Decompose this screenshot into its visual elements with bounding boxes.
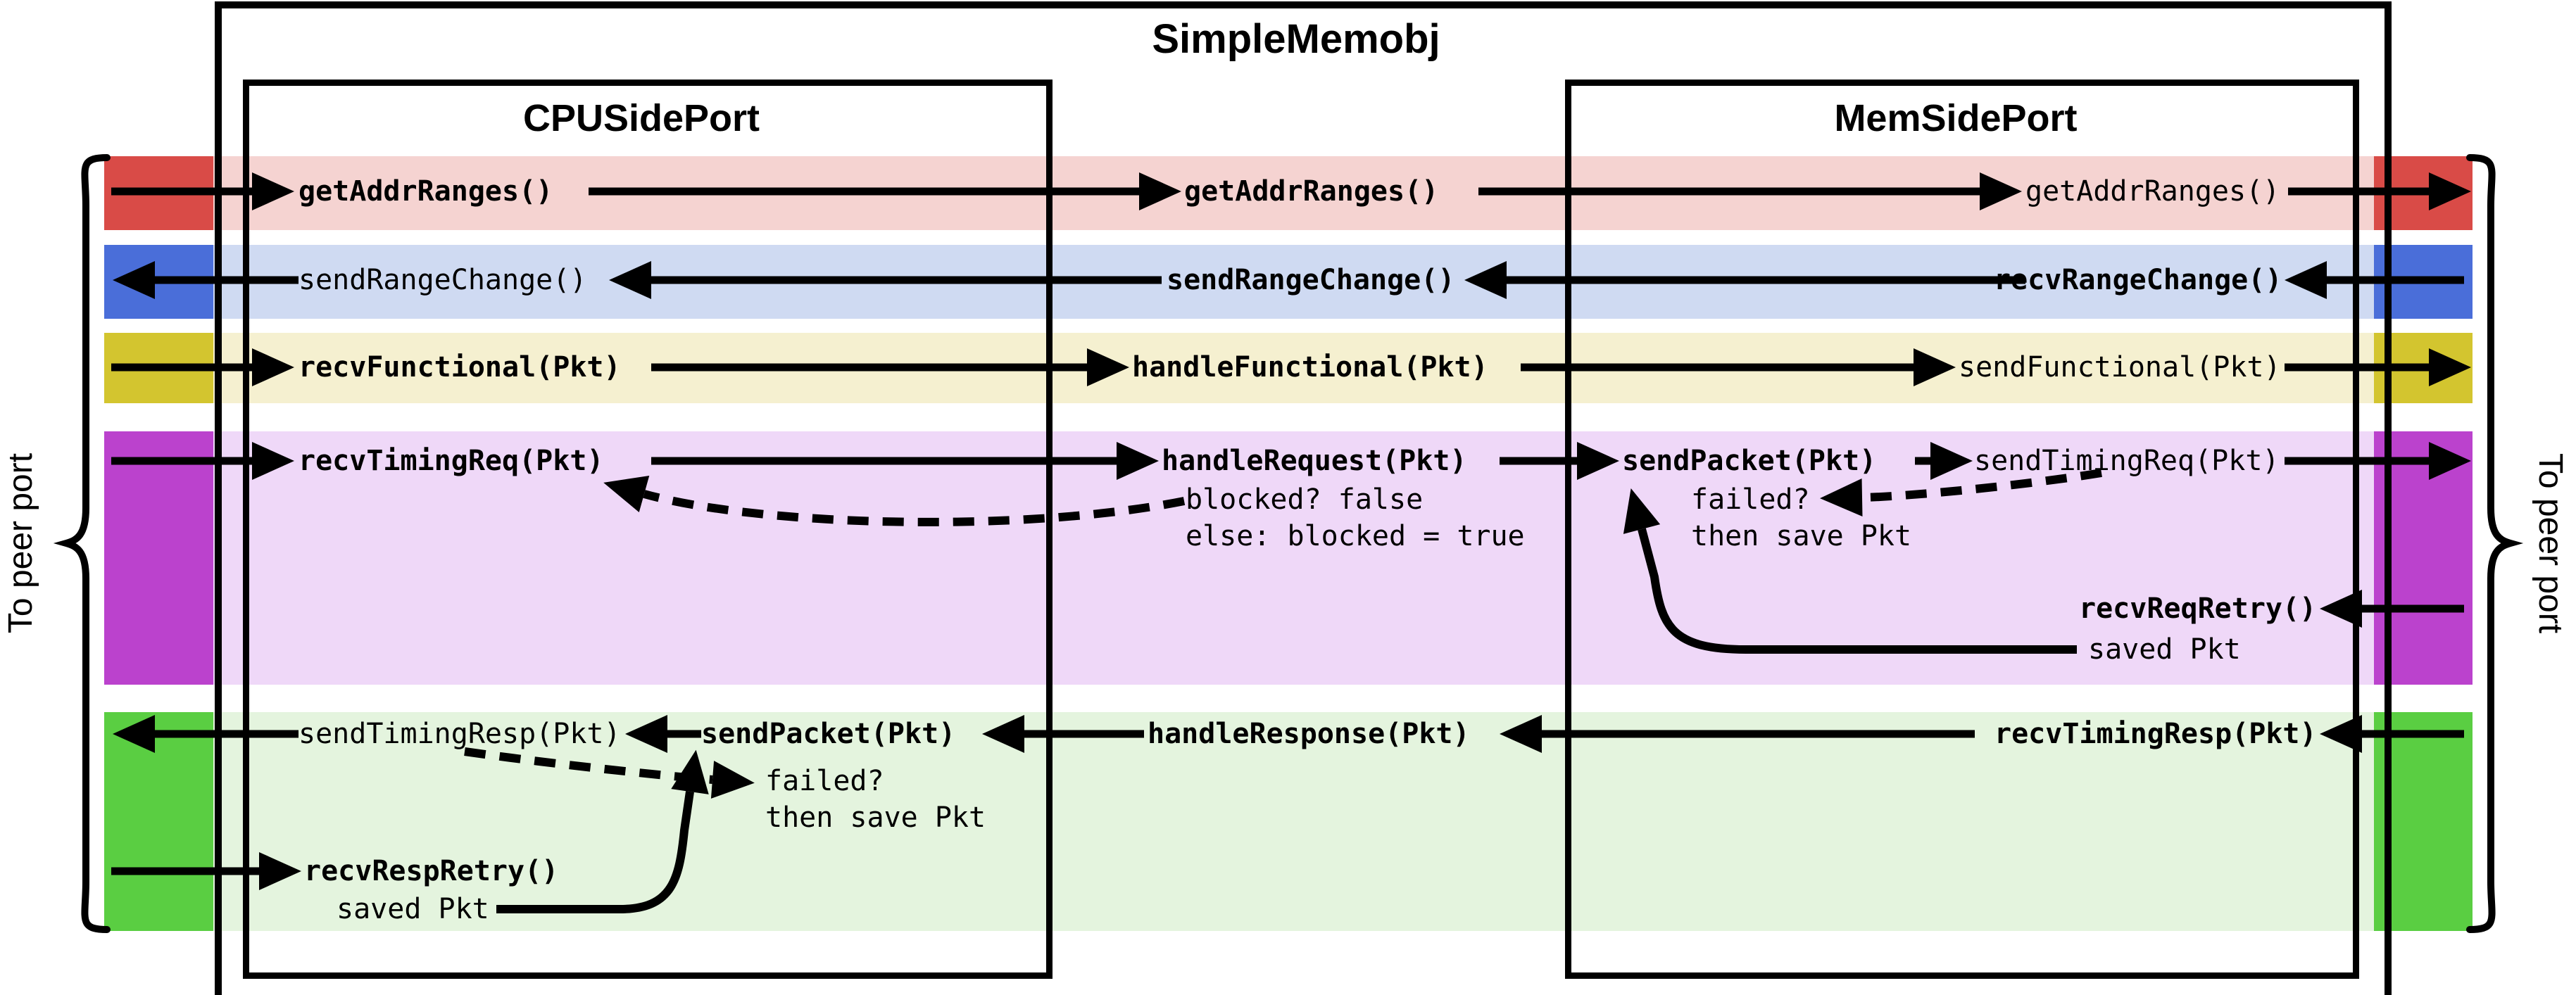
mid-handle-functional: handleFunctional(Pkt) [1132, 351, 1488, 384]
diagram-title: SimpleMemobj [1152, 16, 1440, 62]
peer-block-left-green [104, 712, 213, 931]
mid-send-range-change: sendRangeChange() [1167, 264, 1455, 296]
peer-block-left-blue [104, 245, 213, 319]
left-peer-brace [53, 154, 111, 933]
mem-send-timing-req: sendTimingReq(Pkt) [1974, 445, 2280, 477]
cpu-get-addr-ranges: getAddrRanges() [299, 175, 553, 208]
mem-failed-note1: failed? [1691, 483, 1810, 516]
band-functional [104, 333, 2473, 403]
mem-recv-timing-resp: recvTimingResp(Pkt) [1994, 718, 2317, 750]
cpu-recv-resp-retry: recvRespRetry() [304, 855, 559, 887]
cpu-saved-pkt: saved Pkt [337, 893, 489, 925]
cpu-send-range-change: sendRangeChange() [299, 264, 587, 296]
cpu-send-timing-resp: sendTimingResp(Pkt) [299, 718, 621, 750]
mem-get-addr-ranges: getAddrRanges() [2025, 175, 2280, 208]
cpu-send-packet: sendPacket(Pkt) [701, 718, 956, 750]
mem-recv-range-change: recvRangeChange() [1994, 264, 2282, 296]
band-range-change [104, 245, 2473, 319]
cpu-failed-note2: then save Pkt [765, 801, 986, 834]
peer-block-left-red [104, 156, 213, 230]
simplememobj-box [215, 1, 2392, 995]
mem-saved-pkt: saved Pkt [2088, 633, 2241, 666]
peer-block-left-yellow [104, 333, 213, 403]
right-peer-brace [2466, 154, 2524, 933]
mid-get-addr-ranges: getAddrRanges() [1184, 175, 1439, 208]
cpu-failed-note1: failed? [765, 765, 884, 797]
cpu-recv-timing-req: recvTimingReq(Pkt) [299, 445, 604, 477]
cpu-recv-functional: recvFunctional(Pkt) [299, 351, 621, 384]
mem-send-packet: sendPacket(Pkt) [1622, 445, 1877, 477]
mid-handle-request: handleRequest(Pkt) [1162, 445, 1467, 477]
mem-failed-note2: then save Pkt [1691, 520, 1912, 552]
mid-blocked-note2: else: blocked = true [1186, 520, 1525, 552]
mem-side-port-box [1565, 80, 2359, 979]
mem-side-port-label: MemSidePort [1834, 97, 2078, 139]
cpu-side-port-label: CPUSidePort [522, 97, 760, 139]
band-get-addr-ranges [104, 156, 2473, 230]
mem-send-functional: sendFunctional(Pkt) [1959, 351, 2281, 384]
mid-handle-response: handleResponse(Pkt) [1148, 718, 1470, 750]
peer-block-left-magenta [104, 431, 213, 685]
mid-blocked-note1: blocked? false [1186, 483, 1424, 516]
to-peer-port-label-right: To peer port [2532, 452, 2569, 634]
mem-recv-req-retry: recvReqRetry() [2079, 592, 2317, 625]
to-peer-port-label-left: To peer port [2, 452, 39, 634]
cpu-side-port-box [243, 80, 1053, 979]
